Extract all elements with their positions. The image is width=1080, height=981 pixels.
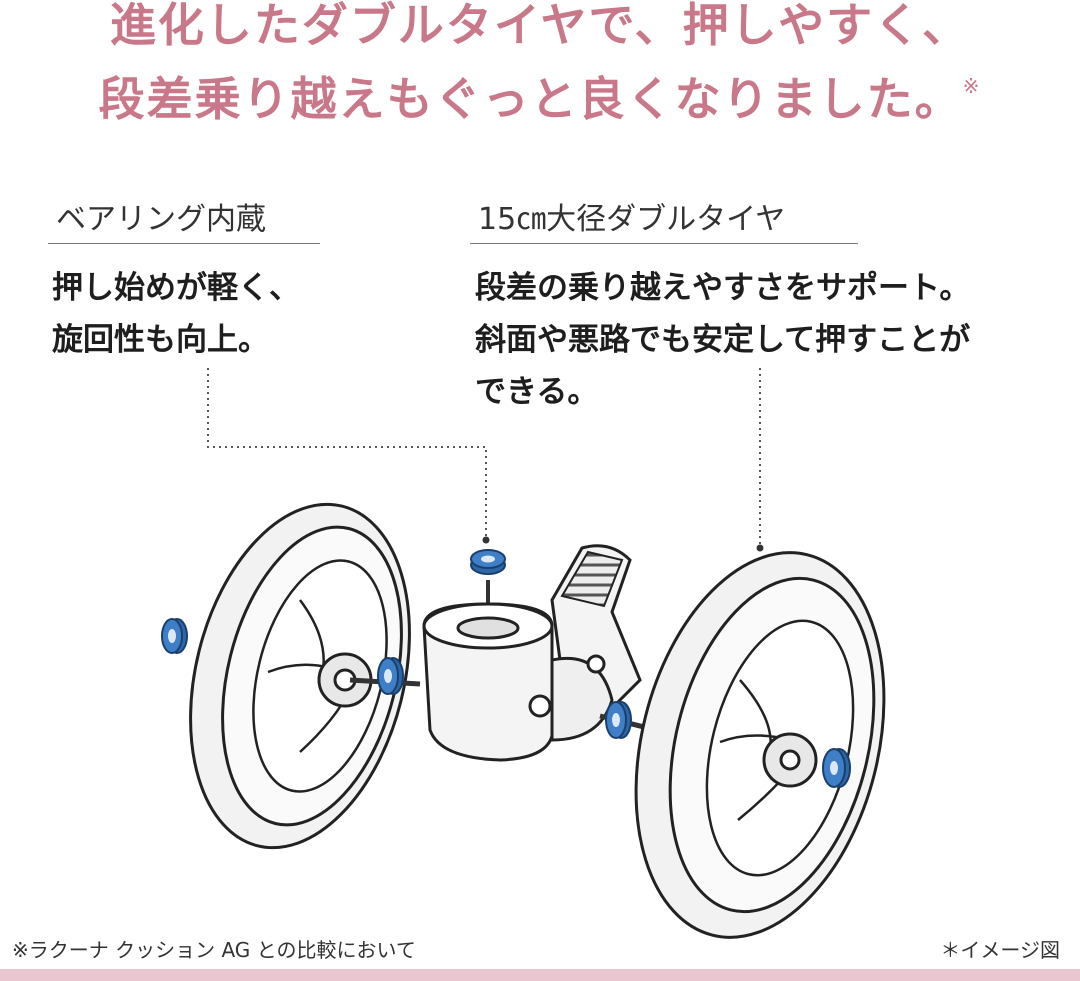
callout-bearing-line: 旋回性も向上。: [52, 322, 269, 358]
right-wheel: [634, 551, 886, 939]
callout-bearing-title: ベアリング内蔵: [56, 202, 266, 237]
footnote-mark: ※: [962, 74, 982, 98]
bearing-right-outer: [822, 748, 851, 788]
callout-tire-rule: [470, 243, 858, 244]
footnote-comparison: ※ラクーナ クッション AG との比較において: [12, 938, 416, 962]
callout-tire-title: 15㎝大径ダブルタイヤ: [478, 202, 786, 237]
callout-tire-line: できる。: [475, 374, 599, 410]
headline-line-1: 進化したダブルタイヤで、押しやすく、: [109, 0, 971, 52]
leader-dot-tire: [756, 544, 764, 552]
footnote-image-note: ＊イメージ図: [940, 938, 1060, 962]
bearing-left-outer: [161, 618, 188, 654]
bottom-bar: [0, 969, 1080, 981]
callout-bearing-line: 押し始めが軽く、: [52, 270, 300, 306]
callout-tire-body: 段差の乗り越えやすさをサポート。 斜面や悪路でも安定して押すことが できる。: [475, 262, 970, 418]
callout-bearing-body: 押し始めが軽く、 旋回性も向上。: [52, 262, 300, 366]
bearing-left-inner: [377, 657, 404, 695]
headline-line-2: 段差乗り越えもぐっと良くなりました。※: [0, 76, 1080, 122]
leader-dot-bearing: [482, 536, 490, 544]
leader-line-bearing: [207, 368, 487, 540]
callout-bearing-rule: [48, 243, 320, 244]
callout-tire-line: 斜面や悪路でも安定して押すことが: [475, 322, 971, 358]
bearing-top: [470, 549, 506, 575]
headline-line-2-text: 段差乗り越えもぐっと良くなりました。: [98, 72, 963, 126]
bearing-right-inner: [605, 701, 632, 739]
caster-fork: [422, 544, 642, 762]
callout-tire-line: 段差の乗り越えやすさをサポート。: [475, 270, 971, 306]
left-wheel: [189, 502, 411, 850]
